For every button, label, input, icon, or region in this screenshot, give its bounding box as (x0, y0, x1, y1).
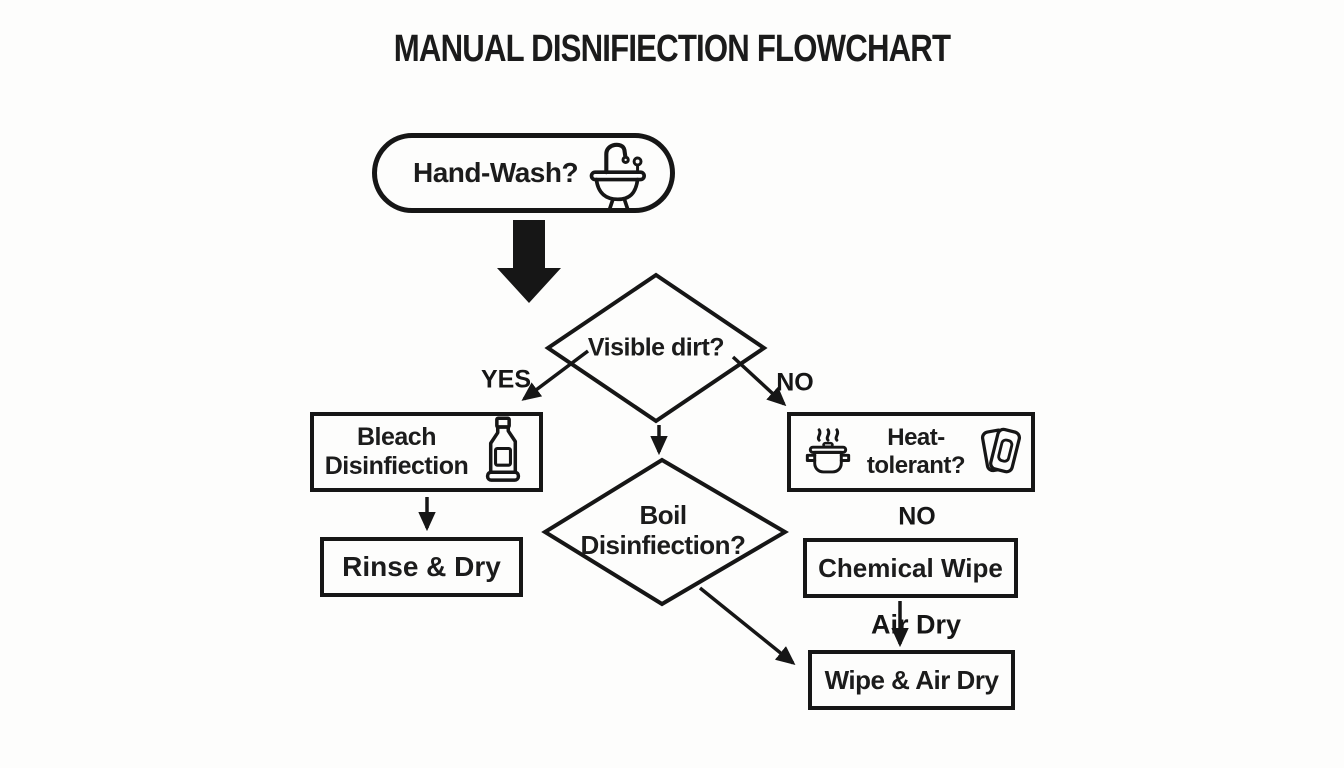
bleach-label-line1: Bleach (357, 422, 436, 451)
visible-dirt-diamond (544, 272, 768, 424)
node-chemical-wipe: Chemical Wipe (803, 538, 1018, 598)
wipe-air-dry-label: Wipe & Air Dry (824, 664, 999, 695)
edge-label-no-visible-dirt: NO (776, 368, 814, 397)
heat-tolerant-label-line2: tolerant? (866, 452, 966, 479)
hand-wash-label: Hand-Wash? (413, 157, 579, 188)
edge-no-to-heat (731, 355, 787, 407)
sink-icon (589, 142, 646, 210)
start-arrow (497, 220, 561, 303)
visible-dirt-label: Visible dirt? (587, 333, 725, 362)
heat-tolerant-label: Heat- tolerant? (866, 423, 966, 481)
edge-boil-to-wipe (698, 586, 796, 665)
pot-icon (805, 428, 851, 474)
edge-yes-to-bleach (521, 349, 590, 401)
edge-label-yes: YES (480, 365, 532, 394)
heat-tolerant-label-line1: Heat- (887, 423, 945, 451)
page-title: MANUAL DISNIFIECTION FLOWCHART (393, 28, 951, 70)
bleach-bottle-icon (485, 416, 521, 482)
node-hand-wash: Hand-Wash? (372, 133, 675, 213)
bleach-label: Bleach Disinfiection (318, 423, 475, 482)
node-heat-tolerant: Heat- tolerant? (787, 412, 1035, 492)
boil-label-line2: Disinfiection? (580, 530, 746, 560)
boil-diamond (541, 457, 789, 607)
edge-label-no-heat-tolerant: NO (898, 502, 936, 531)
wipes-icon (980, 427, 1022, 474)
boil-label-line1: Boil (639, 500, 687, 531)
node-wipe-air-dry: Wipe & Air Dry (808, 650, 1015, 710)
boil-disinfection-label: Boil Disinfiection? (580, 500, 746, 561)
bleach-label-line2: Disinfiection (324, 452, 469, 480)
edge-label-air-dry: Air Dry (870, 609, 962, 640)
node-bleach-disinfection: Bleach Disinfiection (310, 412, 543, 492)
node-rinse-dry: Rinse & Dry (320, 537, 523, 597)
chemical-wipe-label: Chemical Wipe (818, 552, 1003, 583)
rinse-dry-label: Rinse & Dry (342, 551, 501, 582)
